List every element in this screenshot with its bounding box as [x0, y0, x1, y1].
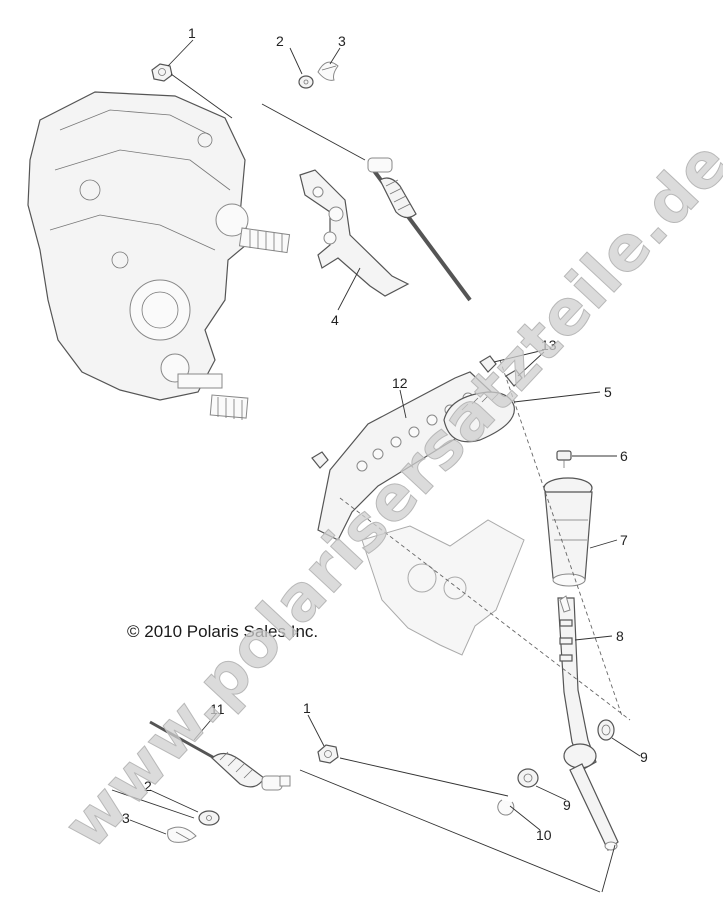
callout-13: 13 [541, 337, 557, 353]
callout-10: 10 [536, 827, 552, 843]
shift-cable-upper [367, 157, 472, 302]
callout-leaders [129, 39, 641, 835]
callout-2-upper: 2 [276, 33, 284, 49]
part-6-screw [556, 450, 572, 468]
part-4-shift-bracket [299, 169, 410, 297]
part-7-shift-handle [543, 477, 593, 587]
part-9-bushing-lower [517, 768, 539, 788]
callout-11: 11 [210, 701, 225, 717]
callout-5: 5 [604, 384, 612, 400]
part-3-clip-lower [167, 826, 197, 843]
callout-9-lower: 9 [563, 797, 571, 813]
callout-2-lower: 2 [144, 778, 152, 794]
part-11-shift-cable-lower [149, 720, 291, 791]
part-1-nut-upper [151, 63, 173, 82]
callout-7: 7 [620, 532, 628, 548]
transmission-assembly [27, 91, 291, 420]
callout-6: 6 [620, 448, 628, 464]
callout-labels: 1 2 3 4 5 6 7 8 9 9 10 11 12 13 1 2 3 [122, 25, 648, 843]
callout-8: 8 [616, 628, 624, 644]
part-13-bolts [311, 355, 523, 469]
callout-9-right: 9 [640, 749, 648, 765]
callout-1-upper: 1 [188, 25, 196, 41]
part-10-eclip [497, 799, 515, 816]
part-3-clip-upper [317, 61, 339, 81]
part-2-washer-lower [198, 810, 220, 826]
part-9-bushing-right [597, 719, 615, 741]
callout-12: 12 [392, 375, 408, 391]
part-2-washer-upper [298, 75, 314, 89]
callout-4: 4 [331, 312, 339, 328]
callout-3-upper: 3 [338, 33, 346, 49]
copyright-notice: © 2010 Polaris Sales Inc. [127, 622, 318, 641]
callout-1-lower: 1 [303, 700, 311, 716]
alignment-lines [111, 73, 631, 893]
part-5-knob-cap [443, 391, 515, 443]
callout-3-lower: 3 [122, 810, 130, 826]
phantom-bracket-outline [361, 519, 525, 656]
part-8-shift-lever [557, 595, 619, 851]
part-1-nut-lower [317, 744, 339, 764]
